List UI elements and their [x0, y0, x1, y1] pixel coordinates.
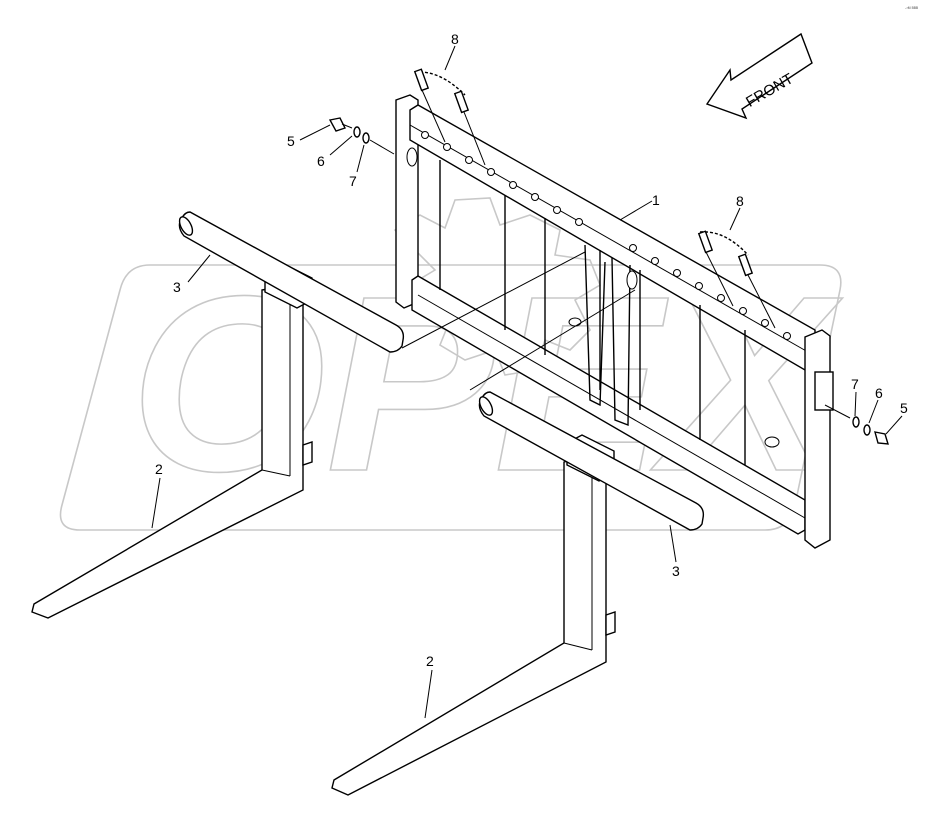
right-fork-hook: [605, 611, 616, 636]
front-arrow: FRONT: [705, 32, 813, 120]
carriage-frame: [395, 94, 834, 549]
left-shaft: [178, 211, 405, 353]
bolt-icon: [874, 431, 889, 445]
callout-5-left: 5: [287, 133, 295, 149]
hardware-right: [824, 404, 889, 445]
frame-right-upright: [804, 329, 831, 549]
front-arrow-icon: [705, 32, 813, 120]
callout-6-left: 6: [317, 153, 325, 169]
callout-7-right: 7: [851, 376, 859, 392]
callout-2-right: 2: [426, 653, 434, 669]
right-mount-plate: [814, 371, 834, 411]
hardware-left: [328, 117, 395, 155]
callout-leaders: [151, 45, 903, 719]
callout-8-left: 8: [451, 31, 459, 47]
callout-7-left: 7: [349, 173, 357, 189]
lock-pin-left: [413, 68, 486, 166]
callout-8-right: 8: [736, 193, 744, 209]
callout-6-right: 6: [875, 385, 883, 401]
washer-icon: [353, 126, 361, 138]
top-beam-holes: [421, 131, 791, 340]
left-fork-hook: [302, 441, 313, 466]
watermark-badge-outline: [59, 264, 842, 531]
right-shaft: [478, 391, 705, 531]
lock-washer-icon: [362, 132, 370, 144]
corner-mark: ·ʳᴹ ᴮᴮᴮ: [905, 6, 918, 12]
callout-3-right: 3: [672, 563, 680, 579]
callout-2-left: 2: [155, 461, 163, 477]
callout-1: 1: [652, 192, 660, 208]
callout-3-left: 3: [173, 279, 181, 295]
callout-5-right: 5: [900, 400, 908, 416]
lock-pin-right: [697, 230, 776, 329]
washer-icon: [852, 416, 860, 428]
callout-labels: 1 2 2 3 3 5 5 6 6 7 7 8 8: [155, 31, 908, 669]
lock-washer-icon: [863, 424, 871, 436]
bolt-icon: [328, 117, 346, 132]
